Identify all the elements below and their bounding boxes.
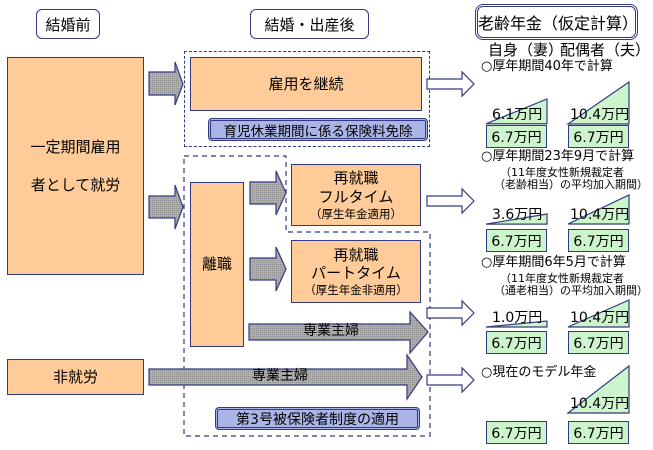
reemploy-full-line2: フルタイム [318,187,394,206]
box-fixed-term-employment: 一定期間雇用 者として就労 [7,57,144,275]
hollow-arrow-4 [426,366,475,394]
arrow-to-parttime [249,246,287,292]
scenario-note-1: （11年度女性新規裁定者 [500,272,624,285]
box-reemploy-fulltime: 再就職 フルタイム （厚生年金適用） [291,164,421,226]
spouse-basic-pension-box: 6.7万円 [568,331,629,354]
column-label-spouse: 配偶者（夫） [560,41,651,59]
arrow-housewife-1-label: 専業主婦 [303,323,359,339]
spouse-employee-pension-triangle [566,80,630,125]
scenario-title: ○厚年期間40年で計算 [481,59,613,74]
arrow-housewife-1 [248,310,429,355]
scenario-title: ○現在のモデル年金 [481,365,597,380]
spouse-employee-pension-value: 10.4万円 [570,207,630,223]
spouse-basic-pension-box: 6.7万円 [568,229,629,252]
self-employee-pension-triangle [485,320,548,328]
reemploy-part-line2: パートタイム [311,264,401,283]
spouse-basic-pension-box: 6.7万円 [568,125,629,148]
group-continue-employment [184,51,430,147]
employment-line2: 者として就労 [30,176,121,194]
spouse-basic-pension-box: 6.7万円 [568,421,629,444]
arrow-to-continue [148,61,184,106]
hollow-arrow-3 [426,299,475,327]
self-basic-pension-box: 6.7万円 [486,421,547,444]
reemploy-part-line1: 再就職 [333,245,379,264]
hollow-arrow-2 [426,187,475,215]
box-resign: 離職 [190,182,244,347]
arrow-housewife-2-label: 専業主婦 [252,368,308,384]
spouse-employee-pension-value: 10.4万円 [570,310,630,326]
reemploy-full-line3: （厚生年金適用） [310,206,402,221]
box-continue-employment: 雇用を継続 [190,57,422,111]
employment-line1: 一定期間雇用 [30,137,121,156]
self-employee-pension-value: 6.1万円 [492,107,543,123]
header-pension: 老齢年金（仮定計算） [475,4,638,40]
header-after-marriage: 結婚・出産後 [250,9,369,39]
box-non-working: 非就労 [7,359,144,395]
self-employee-pension-value: 3.6万円 [492,207,543,223]
self-basic-pension-box: 6.7万円 [486,331,547,354]
spouse-employee-pension-triangle [567,299,630,328]
spouse-employee-pension-value: 10.4万円 [570,107,630,123]
arrow-housewife-2 [148,353,423,401]
scenario-note-2: （通老相当）の平均加入期間） [494,284,648,297]
column-label-self: 自身（妻） [488,41,564,59]
box-reemploy-parttime: 再就職 パートタイム （厚生年金非適用） [291,240,421,303]
hollow-arrow-1 [426,70,475,98]
spouse-employee-pension-triangle [567,194,630,225]
self-employee-pension-triangle [485,213,548,225]
self-employee-pension-value: 1.0万円 [492,310,543,326]
badge-category3-insured: 第3号被保険者制度の適用 [215,407,420,430]
arrow-to-resign [148,184,184,230]
reemploy-part-line3: （厚生年金非適用） [304,283,408,298]
spouse-employee-pension-value: 10.4万円 [570,396,630,412]
spouse-employee-pension-triangle [566,364,630,414]
scenario-title: ○厚年期間6年5月で計算 [481,255,626,270]
self-employee-pension-triangle [485,98,548,125]
self-basic-pension-box: 6.7万円 [486,125,547,148]
scenario-note-1: （11年度女性新規裁定者 [500,166,624,179]
reemploy-full-line1: 再就職 [333,169,379,188]
header-before-marriage: 結婚前 [36,9,100,39]
badge-childcare-exemption: 育児休業期間に係る保険料免除 [208,118,428,141]
arrow-to-fulltime [249,170,287,216]
self-basic-pension-box: 6.7万円 [486,229,547,252]
scenario-title: ○厚年期間23年9月で計算 [481,149,635,164]
scenario-note-2: （老齢相当）の平均加入期間） [494,178,648,191]
